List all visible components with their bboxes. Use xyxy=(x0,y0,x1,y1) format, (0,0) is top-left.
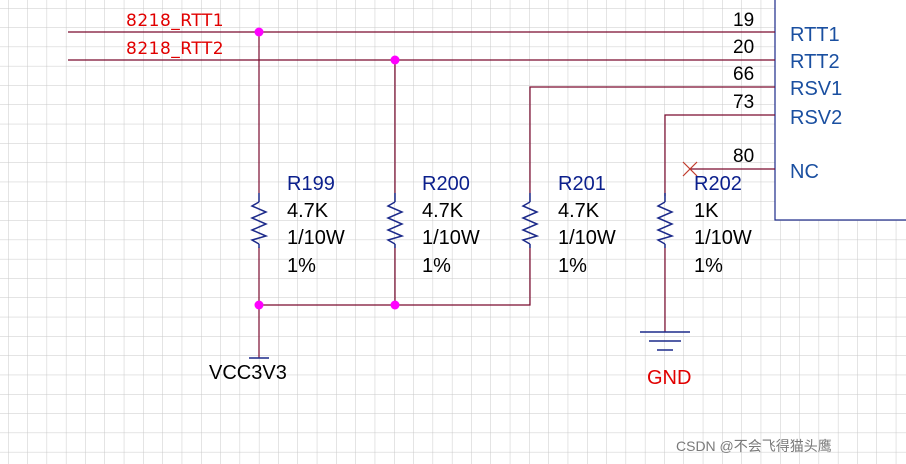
wire-rsv1 xyxy=(529,86,775,193)
pin-number: 73 xyxy=(733,92,754,113)
wire-rsv2 xyxy=(664,114,775,196)
resistor-ref-r201: R201 xyxy=(558,173,606,195)
resistor-tolerance: 1% xyxy=(287,255,316,277)
watermark: CSDN @不会飞得猫头鹰 xyxy=(676,438,832,454)
resistor-tolerance: 1% xyxy=(422,255,451,277)
pin-number: 19 xyxy=(733,10,754,31)
resistor-value: 4.7K xyxy=(558,200,600,222)
resistor-power: 1/10W xyxy=(422,227,480,249)
power-net-label: VCC3V3 xyxy=(209,362,287,384)
resistor-power: 1/10W xyxy=(694,227,752,249)
pin-number: 66 xyxy=(733,64,754,85)
junction-dot xyxy=(254,300,264,310)
resistor-ref-r200: R200 xyxy=(422,173,470,195)
resistor-power: 1/10W xyxy=(558,227,616,249)
net-label-rtt2: 8218_RTT2 xyxy=(126,39,224,59)
ground-net-label: GND xyxy=(647,367,691,389)
resistor-value: 4.7K xyxy=(422,200,464,222)
resistor-r200-symbol xyxy=(386,193,405,248)
resistors xyxy=(250,193,675,248)
connector-body xyxy=(774,0,906,221)
resistor-value: 1K xyxy=(694,200,719,222)
resistor-r201-symbol xyxy=(521,193,540,248)
pin-name: RTT2 xyxy=(790,51,840,73)
resistor-r199-symbol xyxy=(250,193,269,248)
pin-number: 80 xyxy=(733,146,754,167)
net-label-rtt1: 8218_RTT1 xyxy=(126,11,224,31)
resistor-ref-r202: R202 xyxy=(694,173,742,195)
junction-dot xyxy=(390,55,400,65)
ground-icon xyxy=(640,331,690,351)
pin-name: RTT1 xyxy=(790,24,840,46)
pin-number: 20 xyxy=(733,37,754,58)
junctions xyxy=(254,27,400,310)
junction-dot xyxy=(254,27,264,37)
wires xyxy=(68,31,775,358)
pin-name: RSV2 xyxy=(790,107,842,129)
no-connect-icon xyxy=(682,161,698,177)
resistor-power: 1/10W xyxy=(287,227,345,249)
resistor-ref-r199: R199 xyxy=(287,173,335,195)
resistor-tolerance: 1% xyxy=(558,255,587,277)
junction-dot xyxy=(390,300,400,310)
resistor-value: 4.7K xyxy=(287,200,329,222)
resistor-tolerance: 1% xyxy=(694,255,723,277)
resistor-r202-symbol xyxy=(656,193,675,248)
pin-name: RSV1 xyxy=(790,78,842,100)
pin-name: NC xyxy=(790,161,819,183)
